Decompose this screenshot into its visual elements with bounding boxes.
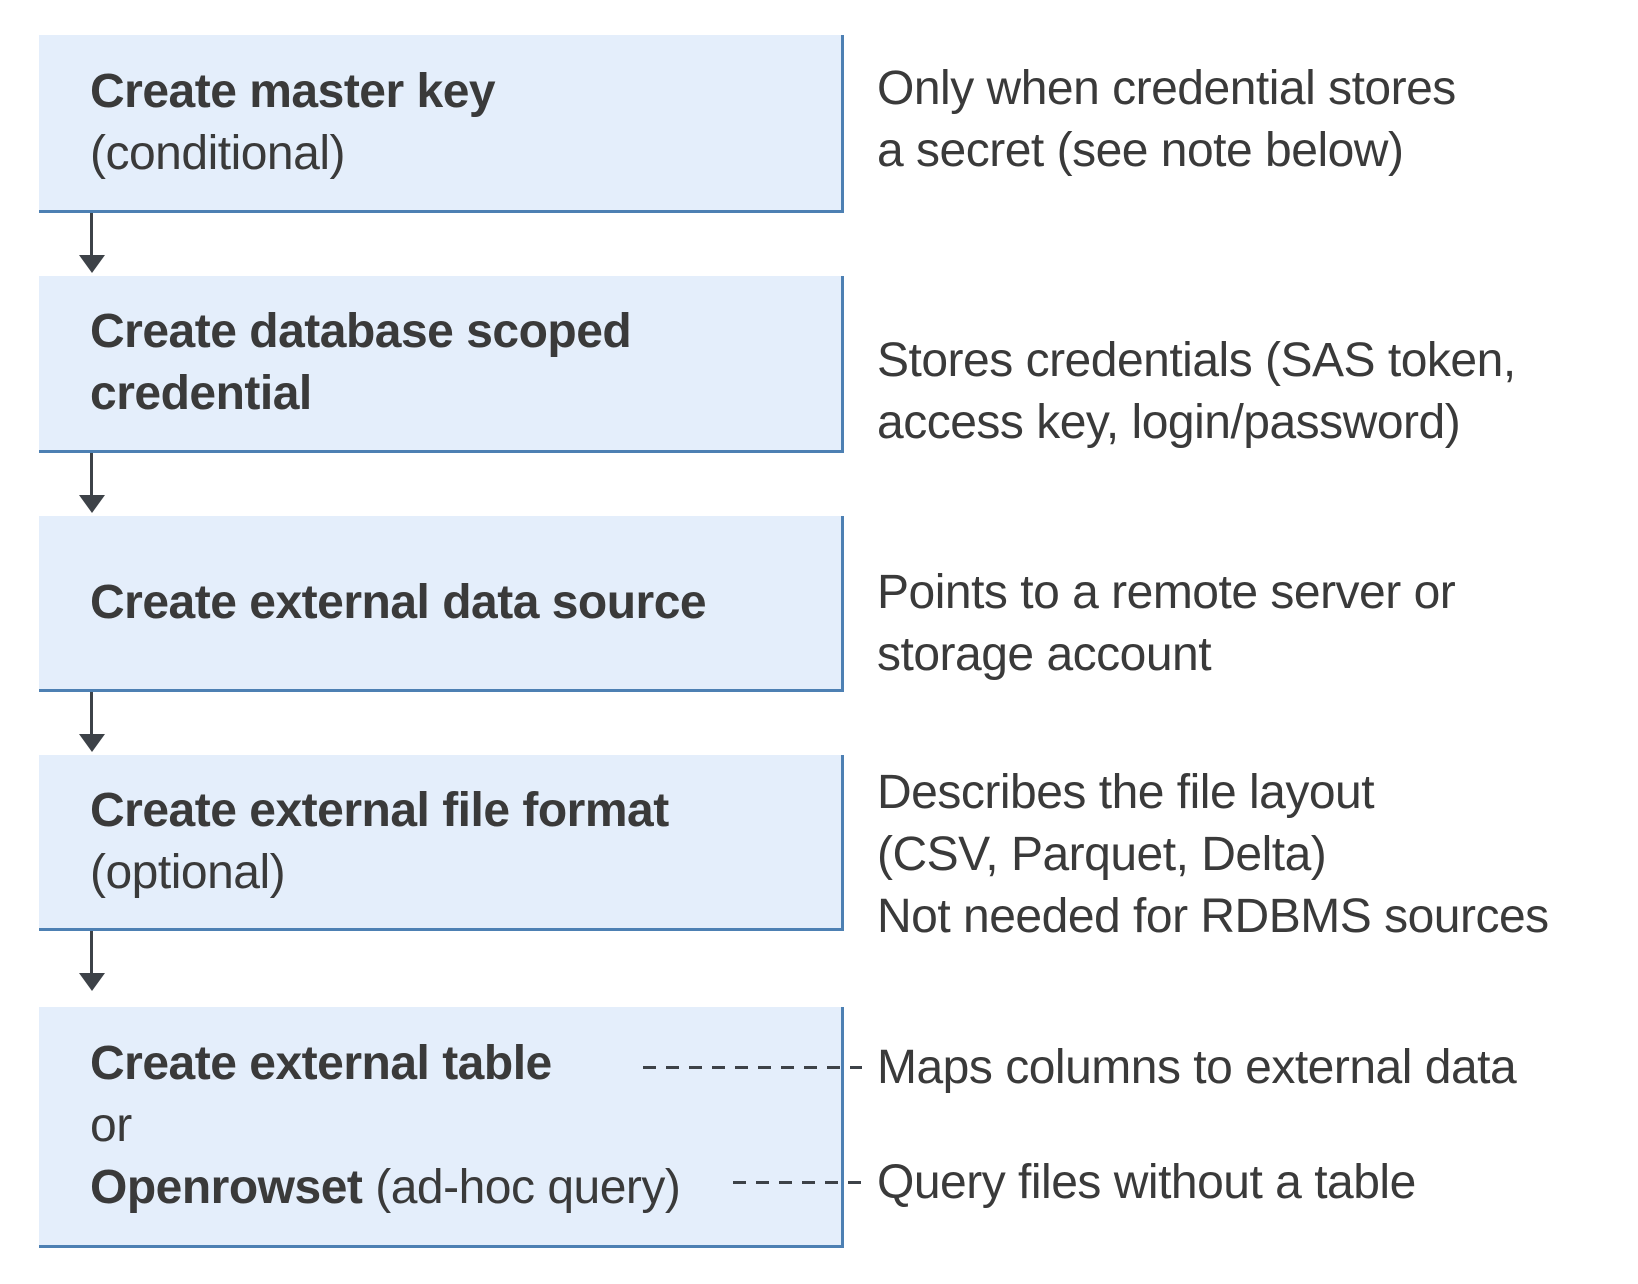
note-line: Query files without a table bbox=[877, 1156, 1416, 1209]
arrow-head bbox=[79, 255, 105, 273]
note-line: storage account bbox=[877, 628, 1212, 681]
note-line: a secret (see note below) bbox=[877, 124, 1404, 177]
note-line: Maps columns to external data bbox=[877, 1041, 1517, 1094]
step-title: Create external table bbox=[90, 1033, 801, 1095]
note-file-format: Describes the file layout (CSV, Parquet,… bbox=[877, 762, 1549, 948]
note-line: Only when credential stores bbox=[877, 62, 1456, 115]
step-box-create-master-key: Create master key (conditional) bbox=[39, 35, 844, 213]
note-openrowset: Query files without a table bbox=[877, 1152, 1416, 1214]
step-conjunction: or bbox=[90, 1099, 132, 1152]
note-line: Describes the file layout bbox=[877, 766, 1375, 819]
down-arrow-icon bbox=[79, 213, 105, 273]
note-line: (CSV, Parquet, Delta) bbox=[877, 828, 1327, 881]
down-arrow-icon bbox=[79, 931, 105, 991]
step-alt-suffix: (ad-hoc query) bbox=[362, 1161, 681, 1214]
note-master-key: Only when credential stores a secret (se… bbox=[877, 58, 1456, 182]
arrow-head bbox=[79, 973, 105, 991]
arrow-head bbox=[79, 734, 105, 752]
step-title-text: credential bbox=[90, 367, 312, 420]
note-external-table: Maps columns to external data bbox=[877, 1037, 1517, 1099]
step-box-create-external-table-or-openrowset: Create external table or Openrowset (ad-… bbox=[39, 1007, 844, 1248]
step-title-text: Create external data source bbox=[90, 575, 707, 629]
dashed-connector bbox=[733, 1181, 862, 1184]
step-box-create-external-file-format: Create external file format (optional) bbox=[39, 755, 844, 931]
arrow-stem bbox=[90, 692, 93, 736]
step-title-text: Create external table bbox=[90, 1037, 552, 1090]
step-title-text: Create master key bbox=[90, 64, 496, 118]
arrow-stem bbox=[90, 931, 93, 975]
step-box-create-external-data-source: Create external data source bbox=[39, 516, 844, 692]
step-title: Create master key bbox=[90, 61, 801, 123]
step-title: Create external data source bbox=[90, 572, 801, 634]
arrow-head bbox=[79, 495, 105, 513]
arrow-stem bbox=[90, 213, 93, 257]
step-subtitle: (conditional) bbox=[90, 126, 345, 180]
note-data-source: Points to a remote server or storage acc… bbox=[877, 562, 1456, 686]
step-title-text: Create external file format bbox=[90, 783, 669, 837]
note-line: Not needed for RDBMS sources bbox=[877, 890, 1549, 943]
step-alt-title-text: Openrowset bbox=[90, 1161, 363, 1214]
step-title: Create external file format bbox=[90, 780, 801, 842]
note-line: Stores credentials (SAS token, bbox=[877, 334, 1516, 387]
note-line: access key, login/password) bbox=[877, 396, 1461, 449]
step-subtitle: (optional) bbox=[90, 845, 286, 899]
step-alt-title-line: Openrowset (ad-hoc query) bbox=[90, 1157, 801, 1219]
step-title-text: Create database scoped bbox=[90, 305, 632, 358]
note-scoped-credential: Stores credentials (SAS token, access ke… bbox=[877, 330, 1516, 454]
step-title: Create database scoped bbox=[90, 301, 801, 363]
down-arrow-icon bbox=[79, 453, 105, 513]
step-box-create-database-scoped-credential: Create database scoped credential bbox=[39, 276, 844, 453]
arrow-stem bbox=[90, 453, 93, 497]
step-title-line2: credential bbox=[90, 363, 801, 425]
note-line: Points to a remote server or bbox=[877, 566, 1456, 619]
down-arrow-icon bbox=[79, 692, 105, 752]
dashed-connector bbox=[643, 1066, 862, 1069]
